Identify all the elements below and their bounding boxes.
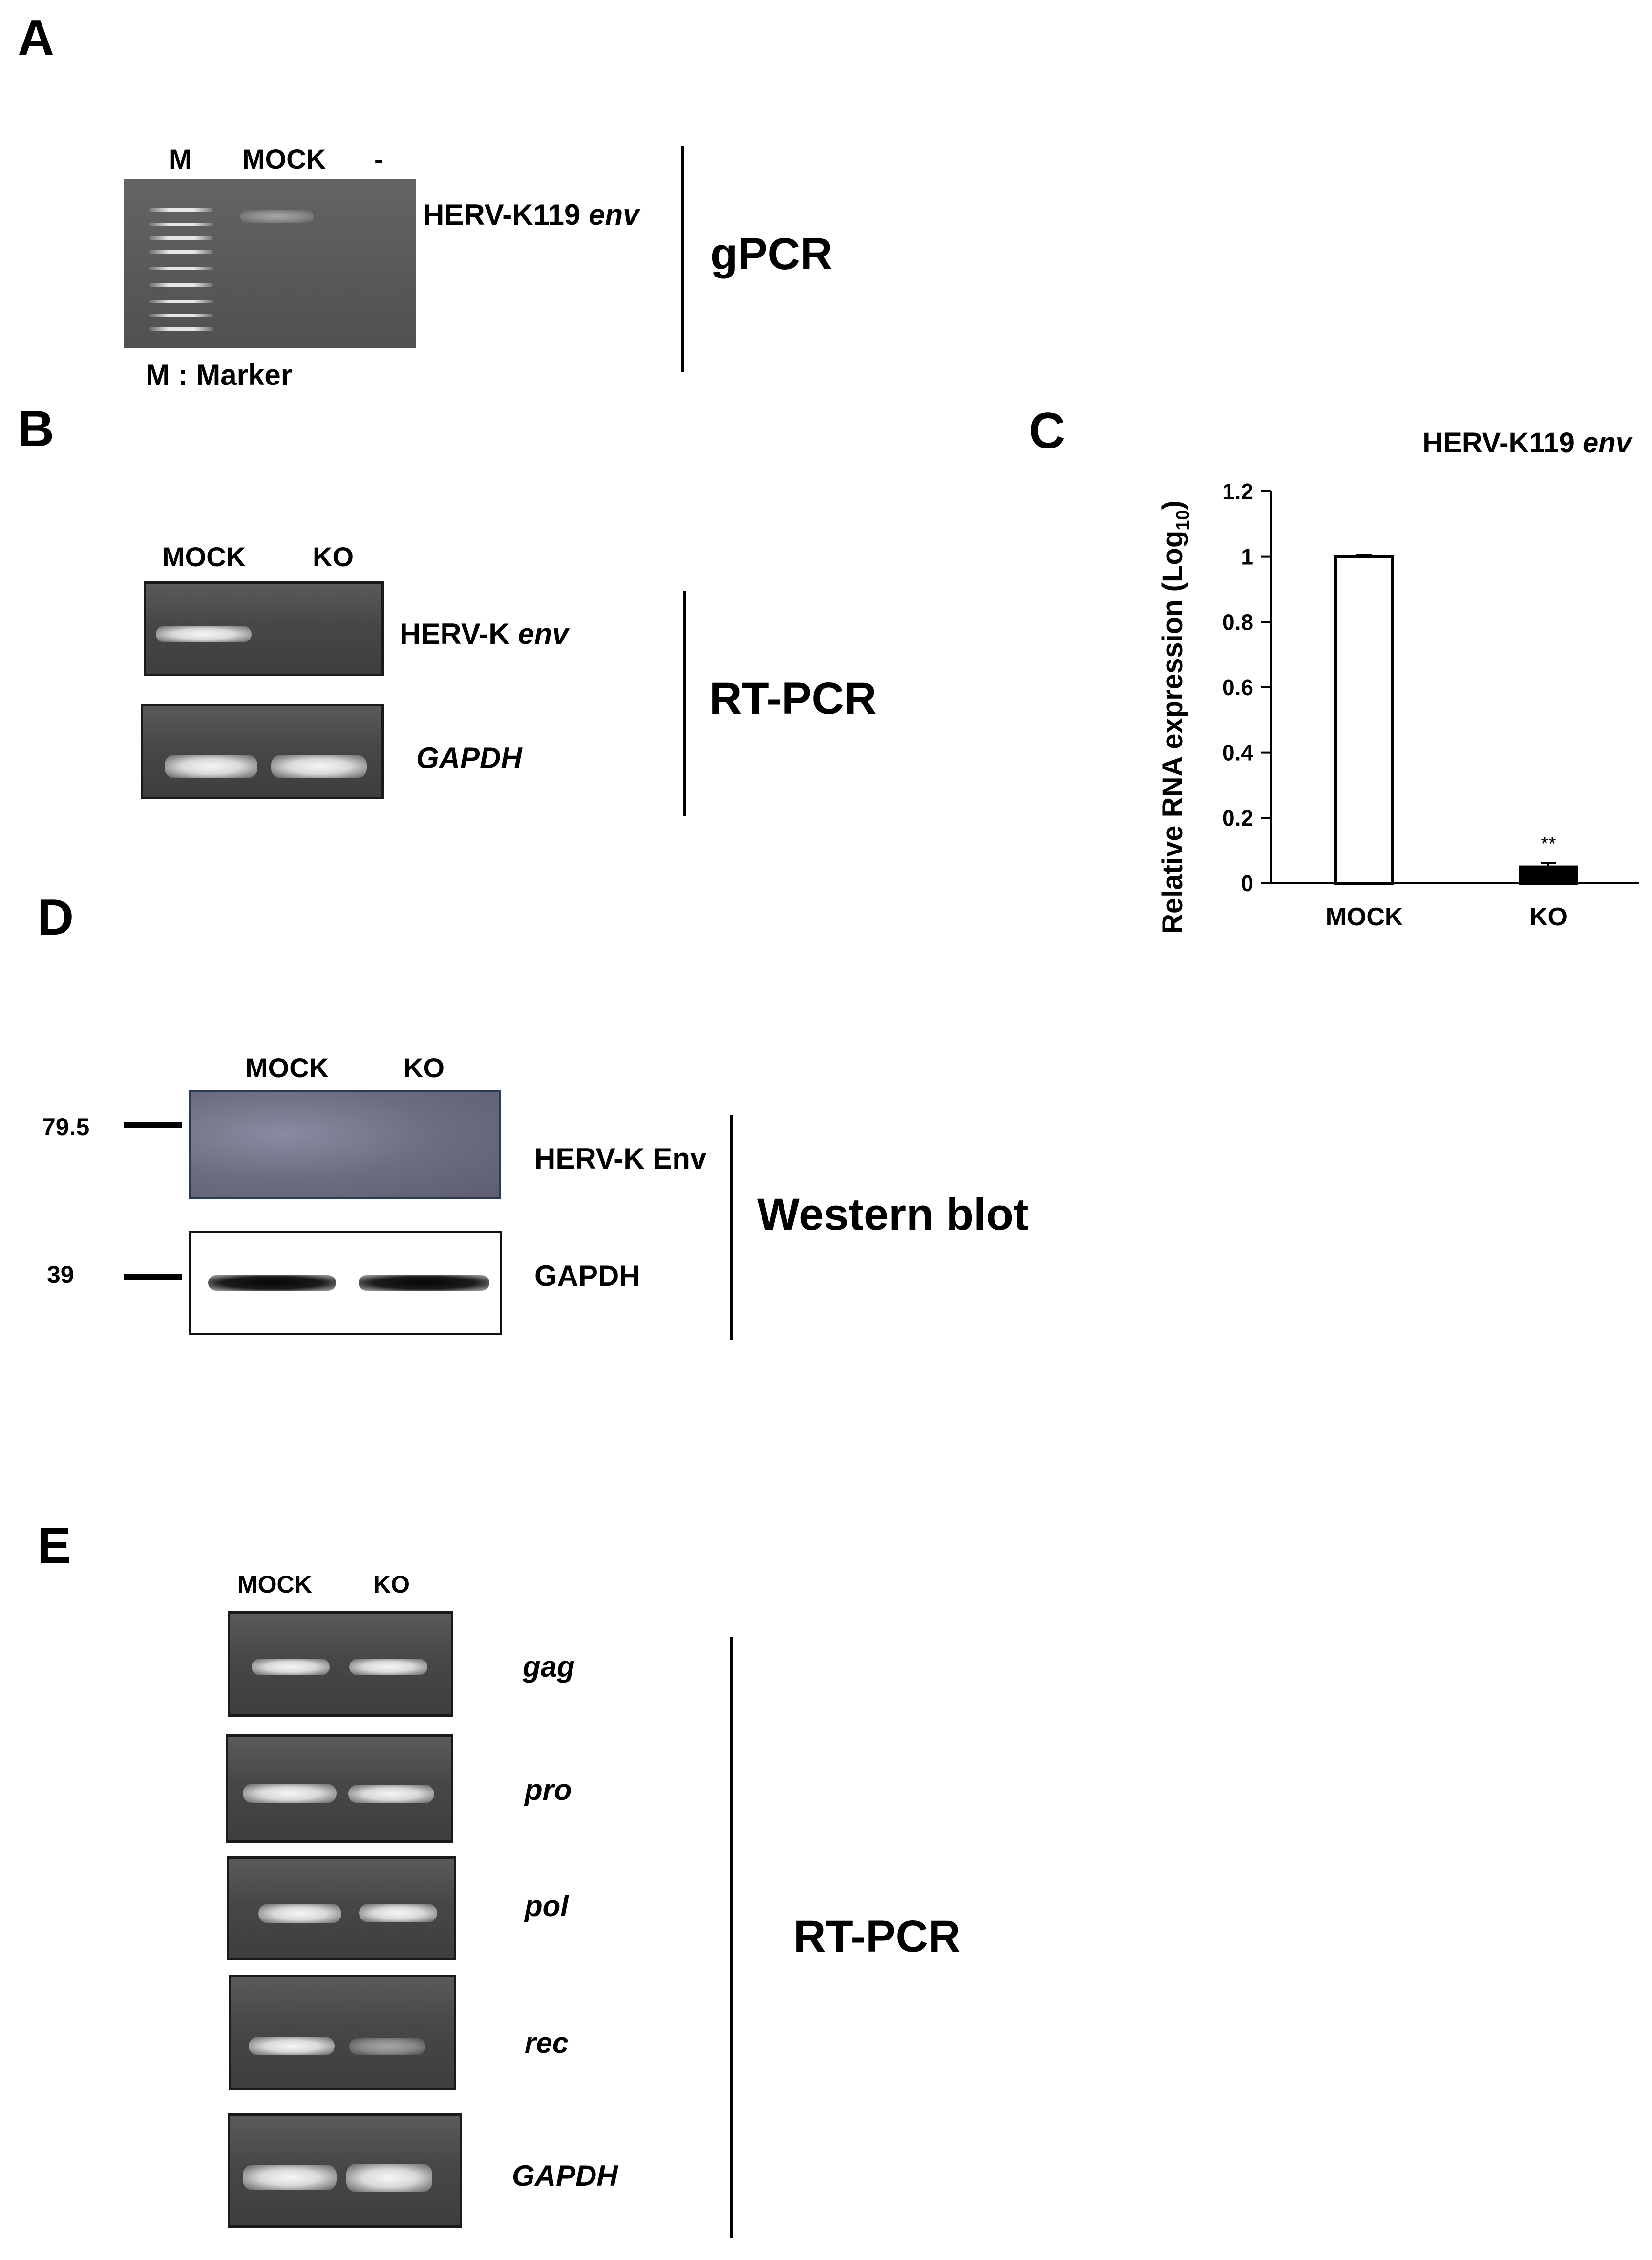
- gel-band-mock: [258, 1904, 341, 1923]
- panel-a-letter: A: [18, 10, 55, 66]
- gene-label-pro: pro: [525, 1773, 572, 1806]
- marker-rung: [149, 250, 213, 254]
- y-tick-label: 1.2: [1222, 479, 1253, 504]
- bar-ko: [1519, 865, 1578, 885]
- lane-label-mock: MOCK: [237, 1571, 312, 1598]
- bar-mock: [1334, 555, 1394, 885]
- marker-rung: [149, 300, 213, 303]
- band-label-herv-k-env: HERV-K Env: [534, 1142, 707, 1175]
- gel-band-ko: [346, 2164, 432, 2192]
- marker-note: M : Marker: [146, 359, 293, 391]
- gene-label-rec: rec: [525, 2026, 569, 2059]
- x-tick-label: KO: [1529, 903, 1567, 931]
- gel-band-ko: [348, 1785, 434, 1803]
- gel-band-ko: [349, 1659, 427, 1675]
- y-tick-label: 0.2: [1222, 805, 1253, 831]
- band-label-herv-k-env: HERV-K env: [400, 618, 569, 650]
- panel-e-letter: E: [37, 1517, 71, 1574]
- gene-label-gapdh: GAPDH: [512, 2159, 618, 2192]
- lane-label-mock: MOCK: [245, 1052, 329, 1083]
- lane-label-ko: KO: [403, 1052, 445, 1083]
- y-tick-label: 0.8: [1222, 609, 1253, 635]
- gel-band-mock: [156, 626, 252, 642]
- svg-text:Relative RNA expression (Log10: Relative RNA expression (Log10): [1157, 500, 1193, 934]
- blot-band-ko: [359, 1275, 489, 1291]
- western-blot-gapdh: [189, 1231, 502, 1335]
- marker-rung: [149, 327, 213, 331]
- y-tick-label: 0: [1241, 871, 1253, 896]
- y-tick-label: 1: [1241, 544, 1253, 570]
- panel-d-letter: D: [37, 889, 74, 946]
- gel-band-mock: [252, 1659, 330, 1675]
- band-label-gapdh: GAPDH: [534, 1259, 640, 1292]
- lane-label-ko: KO: [373, 1571, 410, 1598]
- divider-line: [683, 591, 686, 816]
- method-label-gpcr: gPCR: [710, 229, 833, 279]
- divider-line: [730, 1115, 733, 1340]
- mw-marker-dash: [124, 1122, 182, 1128]
- lane-label-mock: MOCK: [162, 541, 246, 572]
- marker-rung: [149, 236, 213, 240]
- gel-band-mock: [243, 2165, 337, 2190]
- lane-label-ko: KO: [313, 541, 354, 572]
- rtpcr-gel-gapdh: [141, 704, 384, 799]
- mw-marker-dash: [124, 1274, 182, 1280]
- divider-line: [681, 146, 684, 372]
- lane-label-marker: M: [169, 144, 192, 174]
- method-label-rtpcr: RT-PCR: [793, 1912, 961, 1962]
- method-label-rtpcr: RT-PCR: [709, 674, 877, 724]
- band-label-gapdh: GAPDH: [416, 742, 522, 774]
- gel-band-ko: [271, 755, 367, 778]
- method-label-western-blot: Western blot: [757, 1190, 1029, 1239]
- lane-label-mock: MOCK: [242, 144, 326, 174]
- gene-label-gag: gag: [523, 1650, 575, 1683]
- bar-chart: HERV-K119 env Relative RNA expression (L…: [1157, 427, 1639, 934]
- gpcr-band-label: HERV-K119 env: [423, 198, 639, 231]
- gel-band-ko: [349, 2038, 425, 2055]
- gene-label-pol: pol: [525, 1890, 569, 1922]
- rtpcr-gel-gapdh: [228, 2113, 462, 2228]
- panel-b-letter: B: [18, 401, 55, 457]
- blot-band-mock: [208, 1275, 336, 1291]
- gel-band-ko: [359, 1904, 437, 1922]
- x-tick-label: MOCK: [1326, 903, 1403, 931]
- rtpcr-gel-herv-k-env: [144, 581, 384, 676]
- divider-line: [730, 1637, 733, 2238]
- marker-rung: [149, 208, 213, 212]
- rtpcr-gel-gag: [228, 1611, 453, 1717]
- marker-rung: [149, 314, 213, 317]
- significance-marker: **: [1541, 833, 1556, 855]
- rtpcr-gel-pol: [227, 1856, 456, 1960]
- mw-label-39: 39: [47, 1261, 74, 1288]
- gel-band-mock: [165, 755, 257, 778]
- rtpcr-gel-rec: [229, 1975, 456, 2090]
- chart-title: HERV-K119 env: [1422, 427, 1632, 459]
- marker-rung: [149, 283, 213, 287]
- y-tick-label: 0.6: [1222, 675, 1253, 700]
- gpcr-gel-image: [124, 179, 416, 348]
- mw-label-79-5: 79.5: [42, 1113, 90, 1141]
- marker-rung: [149, 223, 213, 226]
- gel-band-mock: [240, 210, 314, 223]
- y-tick-label: 0.4: [1222, 740, 1253, 766]
- gel-band-mock: [243, 1784, 337, 1803]
- rtpcr-gel-pro: [226, 1734, 453, 1843]
- y-axis-label: Relative RNA expression (Log10): [1157, 500, 1193, 934]
- western-blot-herv-k-env: [189, 1090, 501, 1199]
- marker-rung: [149, 267, 213, 270]
- lane-label-negative: -: [374, 144, 383, 174]
- gel-band-mock: [249, 2037, 335, 2055]
- panel-c-letter: C: [1029, 403, 1066, 459]
